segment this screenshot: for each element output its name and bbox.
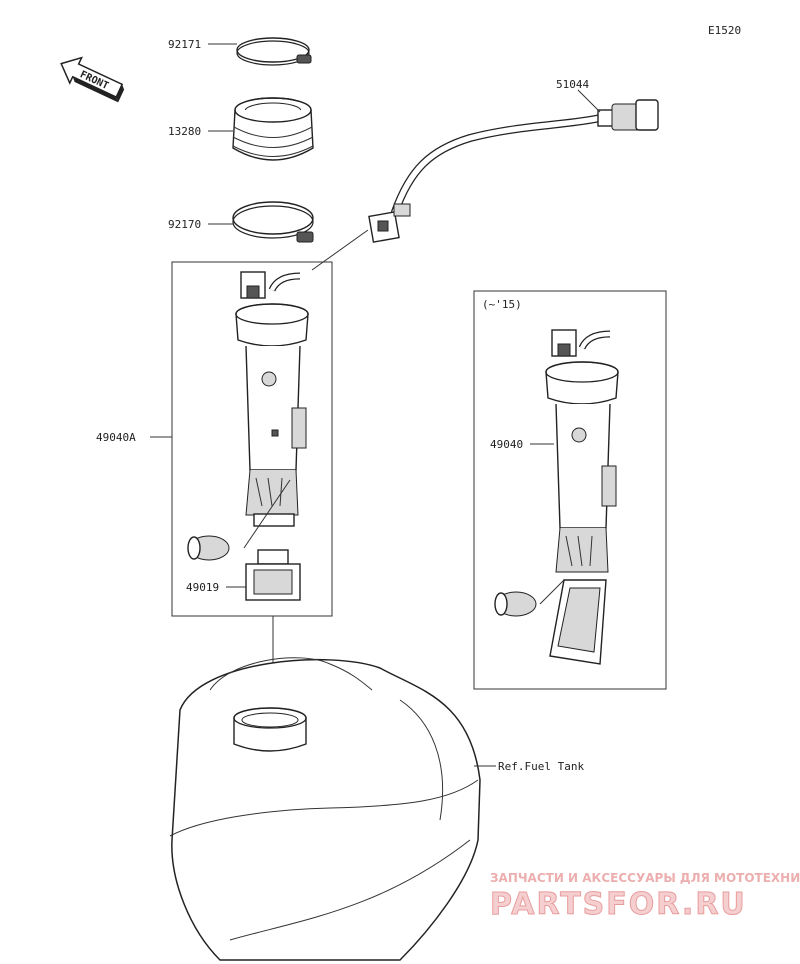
variant-note: (~'15) [482,298,522,311]
label-49040: 49040 [490,438,523,451]
front-arrow-icon: FRONT [60,56,125,103]
label-92171: 92171 [168,38,201,51]
reference-label-fuel-tank: Ref.Fuel Tank [498,760,584,773]
label-51044: 51044 [556,78,589,91]
part-fuel-tank [169,657,481,961]
watermark-tagline: ЗАПЧАСТИ И АКСЕССУАРЫ ДЛЯ МОТОТЕХНИКИ [490,871,800,885]
part-13280-gasket [232,97,314,161]
part-49040-fuel-pump [494,329,619,665]
part-92170-clamp [232,201,314,243]
assembly-49040a-frame [171,261,333,617]
part-92171-clamp [236,37,312,66]
diagram-code: E1520 [708,24,741,37]
part-49019-filter [245,549,301,601]
label-49019: 49019 [186,581,219,594]
watermark-brand: PARTSFOR.RU [490,887,747,922]
part-51044-harness [368,99,659,243]
watermark: ЗАПЧАСТИ И АКСЕССУАРЫ ДЛЯ МОТОТЕХНИКИ PA… [490,871,800,923]
label-92170: 92170 [168,218,201,231]
assembly-49040-frame [473,290,667,690]
part-49040a-fuel-pump [187,271,309,561]
label-49040a: 49040A [96,431,136,444]
label-13280: 13280 [168,125,201,138]
